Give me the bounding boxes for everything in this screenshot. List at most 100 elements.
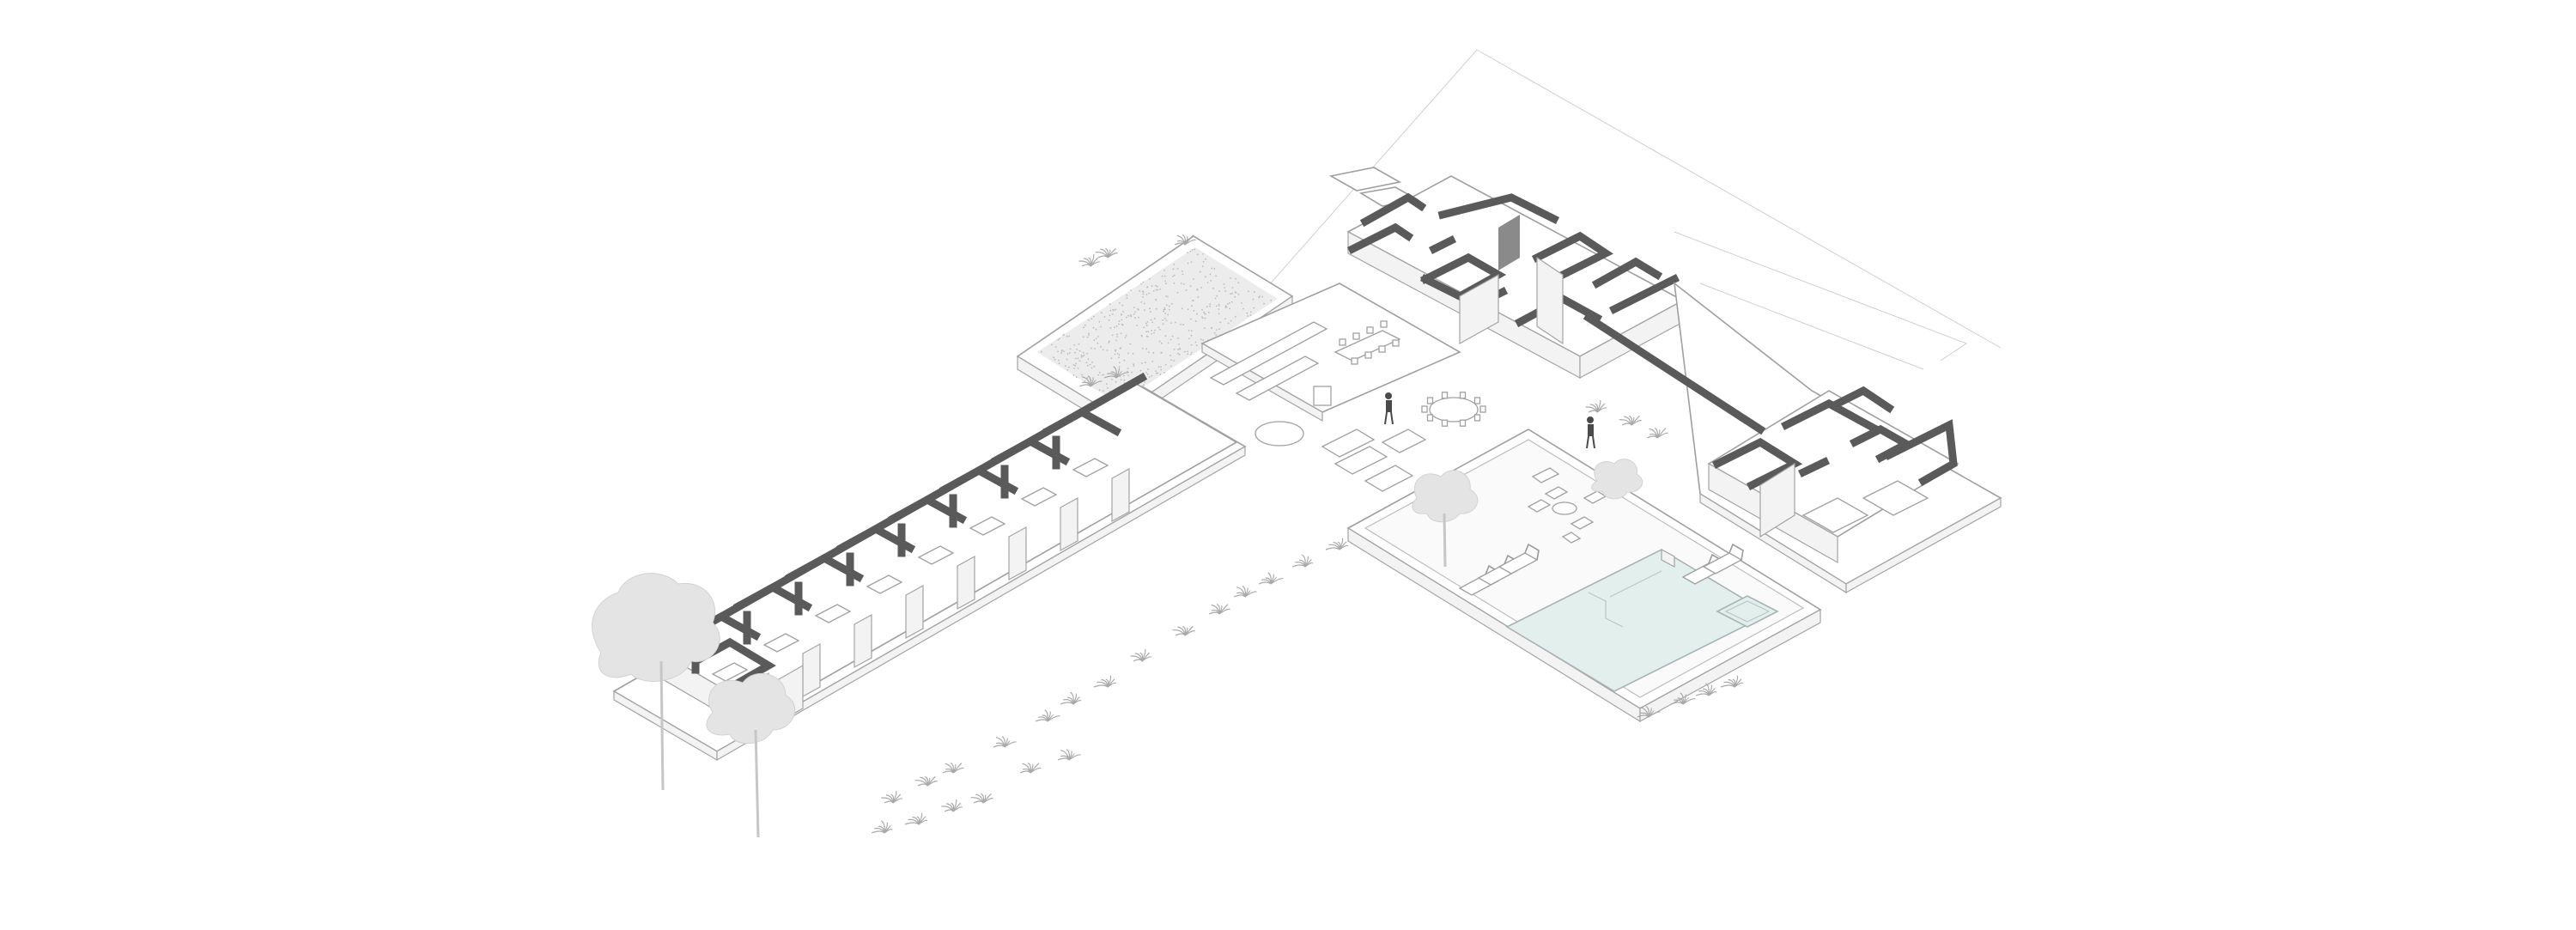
gravel-dot [1170,322,1172,324]
gravel-dot [1145,294,1148,295]
gravel-dot [1199,270,1201,273]
gravel-dot [1133,311,1136,313]
gravel-dot [1189,285,1192,288]
gravel-dot [1160,351,1163,354]
gravel-dot [1202,339,1205,342]
gravel-dot [1155,299,1157,301]
gravel-dot [1078,350,1081,352]
gravel-dot [1180,324,1182,325]
gravel-dot [1054,346,1057,348]
gravel-dot [1083,326,1084,329]
outdoor-chair [1473,397,1481,404]
gravel-dot [1160,368,1163,371]
gravel-dot [1120,379,1122,381]
gravel-dot [1165,319,1168,322]
gravel-dot [1145,335,1148,337]
gravel-dot [1150,319,1152,321]
outdoor-chair [1473,414,1481,422]
gravel-dot [1212,287,1214,289]
gravel-dot [1179,347,1181,350]
gravel-dot [1219,321,1222,324]
gravel-dot [1118,354,1121,356]
dining-chair [1380,320,1388,328]
gravel-dot [1165,283,1167,285]
gravel-dot [1063,350,1065,353]
gravel-dot [1098,389,1101,392]
room-bed [969,516,1006,536]
gravel-dot [1182,273,1184,276]
gravel-dot [1185,289,1188,291]
gravel-dot [1115,380,1117,383]
gravel-dot [1082,336,1084,338]
gravel-dot [1202,253,1205,255]
gravel-dot [1206,306,1208,308]
gravel-dot [1063,333,1065,336]
gravel-dot [1250,311,1252,313]
shrub-leaf [1218,608,1230,615]
gravel-dot [1140,301,1143,303]
gravel-dot [1168,305,1170,307]
shrub-leaf [1090,380,1103,387]
gravel-dot [1118,366,1121,368]
gravel-dot [1115,339,1117,342]
shrub-leaf [1030,767,1042,774]
gravel-dot [1053,356,1054,359]
gravel-dot [1103,374,1105,376]
gravel-dot [1237,282,1240,284]
gravel-dot [1163,308,1165,311]
gravel-dot [1110,379,1113,380]
shrub-leaf [1233,594,1246,598]
gravel-dot [1084,380,1086,382]
gravel-dot [1126,297,1128,300]
gravel-dot [1115,350,1116,352]
gravel-dot [1086,336,1089,338]
trees [592,459,1643,838]
outdoor-chair [1421,405,1428,413]
gravel-dot [1088,332,1090,335]
gravel-dot [1181,307,1183,310]
gravel-dot [1153,331,1155,334]
gravel-dot [1140,334,1143,337]
gravel-dot [1190,330,1193,332]
gravel-dot [1147,368,1149,371]
gravel-dot [1051,343,1053,346]
outdoor-chair [1426,397,1434,404]
gravel-dot [1152,290,1155,292]
gravel-dot [1064,365,1066,368]
gravel-dot [1077,357,1079,360]
gravel-dot [1132,352,1134,355]
gravel-dot [1091,318,1093,320]
gravel-dot [1197,296,1200,298]
gravel-dot [1234,295,1236,298]
shrub-leaf [1734,682,1744,688]
dining-chair [1351,357,1358,365]
gravel-dot [1141,347,1144,350]
gravel-dot [1167,342,1170,344]
gravel-dot [1187,353,1189,355]
gravel-dot [1068,352,1071,354]
gravel-dot [1168,308,1170,311]
room-wall-face [1008,526,1027,581]
gravel-dot [1091,362,1093,363]
gravel-dot [1139,289,1141,292]
shrub-leaf [1648,711,1661,718]
gravel-dot [1149,307,1151,310]
gravel-dot [1165,295,1167,297]
shrub-leaf [1093,684,1109,688]
gravel-dot [1136,325,1139,326]
gravel-dot [1057,350,1059,353]
gravel-dot [1092,326,1095,329]
gravel-dot [1200,287,1203,289]
gravel-dot [1191,305,1193,307]
gravel-dot [1133,365,1135,367]
gravel-dot [1115,325,1118,327]
gravel-dot [1075,376,1078,379]
gravel-dot [1151,361,1154,362]
gravel-dot [1192,299,1194,301]
shrub-leaf [1068,754,1081,761]
gravel-dot [1214,297,1217,300]
gravel-dot [1151,333,1153,335]
gravel-dot [1154,329,1156,331]
room-bed [711,662,749,682]
shrub-leaf [1596,407,1607,413]
